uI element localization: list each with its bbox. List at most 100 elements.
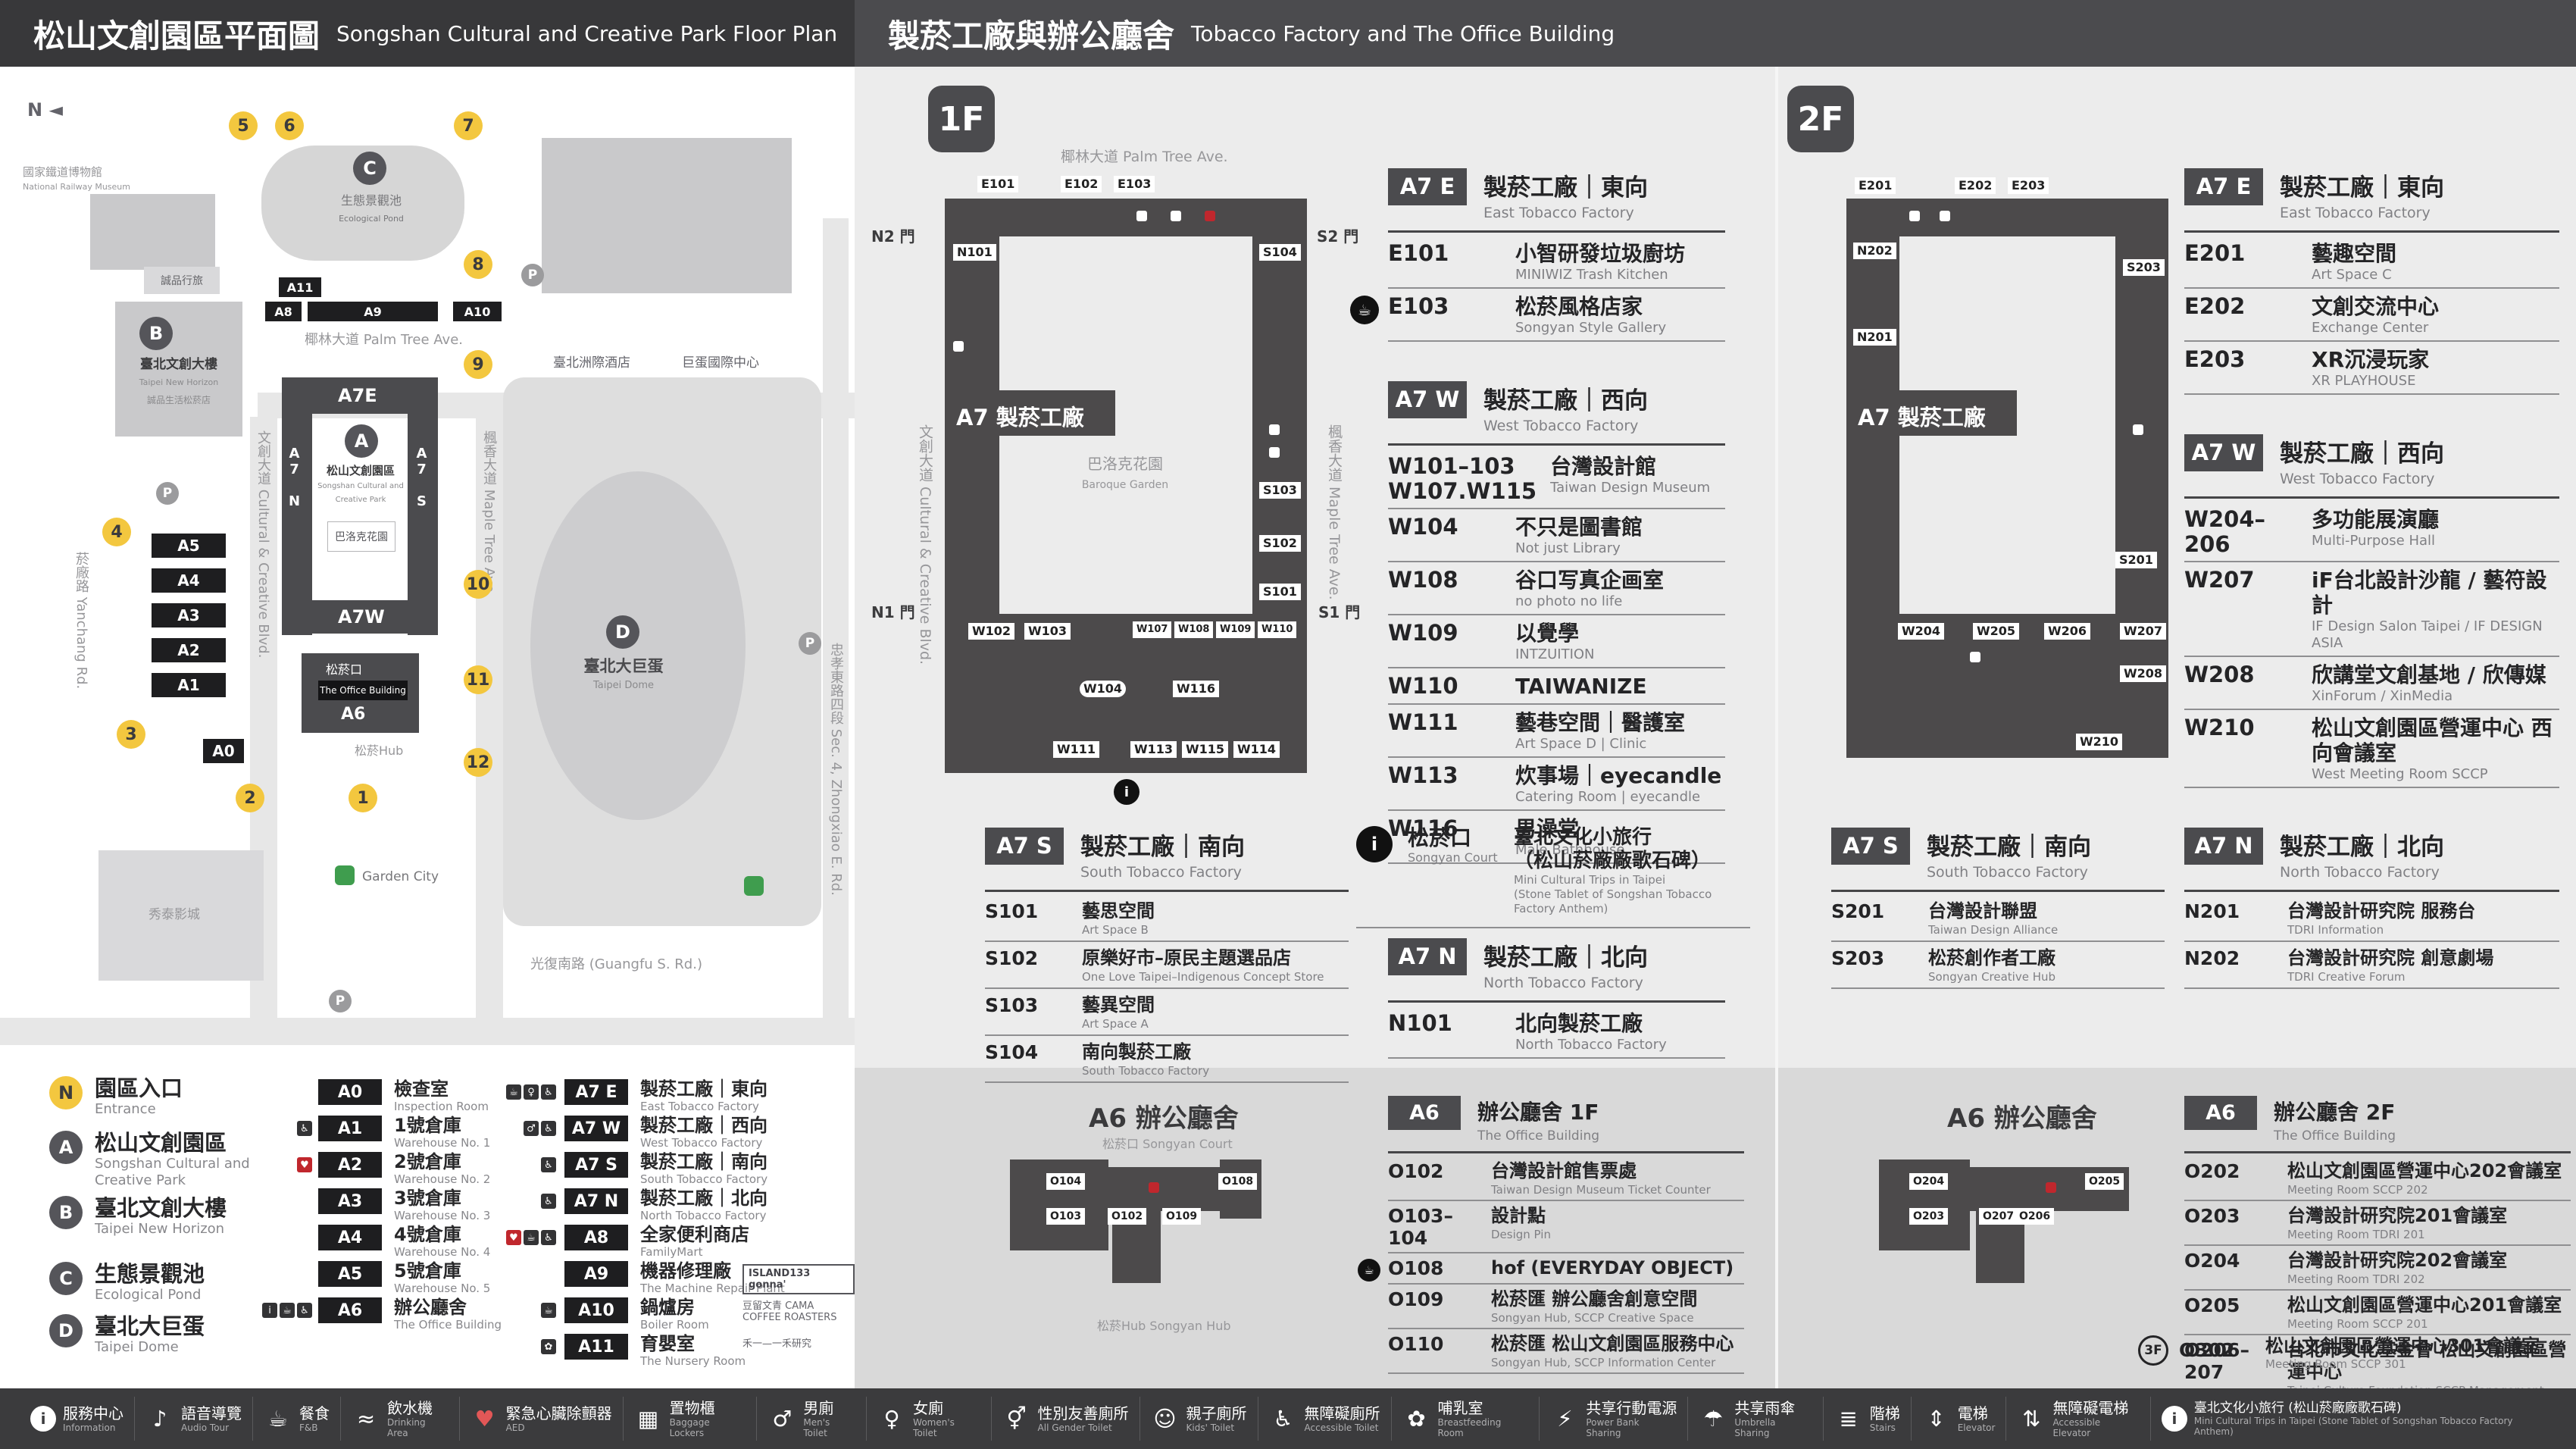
right-header: 製菸工廠與辦公廳舍 Tobacco Factory and The Office…	[855, 0, 2576, 67]
zhongxiao-label: 忠孝東路四段 Sec. 4, Zhongxiao E. Rd.	[828, 643, 844, 896]
marker-b-icon: B	[49, 1196, 83, 1229]
block-a8: A8	[265, 302, 302, 321]
room-chip: W205	[1973, 623, 2020, 640]
room-chip: O102	[1108, 1208, 1147, 1225]
marker-c: C	[353, 152, 386, 185]
room-chip: W206	[2044, 623, 2091, 640]
room-chip: N202	[1853, 243, 1896, 259]
a7-label-patch-2f	[1846, 390, 2017, 436]
entrance-1: 1	[349, 784, 377, 812]
room-chip: W102	[968, 623, 1015, 640]
room-chip: W208	[2120, 665, 2167, 682]
a7n-badge: A7 N	[2184, 828, 2263, 865]
songyan-court-marker: i	[1114, 779, 1140, 805]
gate-s2: S2 門	[1317, 227, 1359, 246]
floor-3f-badge: 3F	[2138, 1335, 2168, 1366]
room-chip: O203	[1909, 1208, 1949, 1225]
a7-west-wing-map	[282, 600, 438, 634]
breastfeeding-icon: ✿	[1407, 1406, 1426, 1432]
accessible-icon: ♿	[541, 1194, 556, 1209]
new-horizon-block	[115, 302, 242, 437]
elevator-icon: ⇕	[1927, 1406, 1946, 1432]
lockers-icon: ▦	[637, 1406, 659, 1432]
dining-icon: ☕	[1350, 296, 1379, 324]
guangfu-label: 光復南路 (Guangfu S. Rd.)	[530, 956, 702, 972]
aed-marker	[1149, 1182, 1159, 1193]
songyan-court-icon: i	[1356, 826, 1393, 862]
room-chip: O104	[1046, 1173, 1086, 1190]
entrance-6: 6	[275, 111, 304, 140]
room-chip: W116	[1173, 681, 1220, 697]
room-name-zh: 松山文創園區營運中心301會議室	[2265, 1335, 2540, 1357]
room-name-en: Meeting Room SCCP 301	[2265, 1357, 2406, 1371]
songyan-court-map-label: 松菸口	[326, 662, 363, 677]
facility-icon	[1269, 424, 1280, 435]
parking-icon: P	[156, 482, 179, 505]
power-bank-icon: ⚡	[1557, 1406, 1573, 1432]
gate-n2: N2 門	[871, 227, 915, 246]
a7-east-wing-2f	[1846, 199, 2168, 236]
a7-label-patch-1f	[945, 390, 1115, 436]
room-chip: W109	[1216, 621, 1255, 638]
yanchang-rd-label: 菸廠路 Yanchang Rd.	[73, 552, 89, 690]
aed-icon: ♥	[474, 1406, 495, 1432]
entrance-5: 5	[229, 111, 258, 140]
a7w-badge: A7 W	[1388, 381, 1467, 418]
room-chip: S203	[2123, 259, 2165, 276]
entrance-3: 3	[117, 720, 145, 749]
womens-toilet-icon: ♀	[883, 1406, 900, 1432]
a6-badge: A6	[1388, 1096, 1461, 1130]
block-a9: A9	[308, 302, 438, 321]
room-chip: O206	[2015, 1208, 2055, 1225]
left-title-en: Songshan Cultural and Creative Park Floo…	[336, 20, 838, 46]
nursery-icon: ✿	[541, 1339, 556, 1354]
facility-icon	[953, 341, 964, 352]
floor-2f-badge: 2F	[1787, 86, 1854, 152]
facility-icon	[2133, 424, 2143, 435]
palm-ave-label: 椰林大道 Palm Tree Ave.	[305, 332, 463, 348]
a7-south-wing-2f	[2115, 199, 2168, 690]
all-gender-toilet-icon: ⚥	[1006, 1406, 1027, 1432]
block-a11: A11	[279, 277, 321, 297]
stairs-icon: ≣	[1839, 1406, 1858, 1432]
a6-map-label: A6	[341, 705, 366, 724]
umbrella-icon: ☂	[1703, 1406, 1724, 1432]
room-chip: W113	[1130, 741, 1177, 758]
garden-city-label: Garden City	[362, 869, 439, 884]
accessible-icon: ♿	[541, 1084, 556, 1100]
entrance-12: 12	[464, 748, 492, 777]
a6-badge: A6	[2184, 1096, 2257, 1130]
a7e-map-label: A7E	[338, 385, 377, 406]
room-chip: O103	[1046, 1208, 1086, 1225]
room-chip: W107	[1133, 621, 1172, 638]
room-chip: N101	[953, 244, 996, 261]
a7-south-wing-1f	[1252, 199, 1307, 690]
room-chip: W104	[1080, 681, 1127, 697]
dining-icon: ☕	[541, 1303, 556, 1318]
compass-icon: N ◄	[27, 99, 63, 120]
marker-b: B	[139, 317, 173, 350]
